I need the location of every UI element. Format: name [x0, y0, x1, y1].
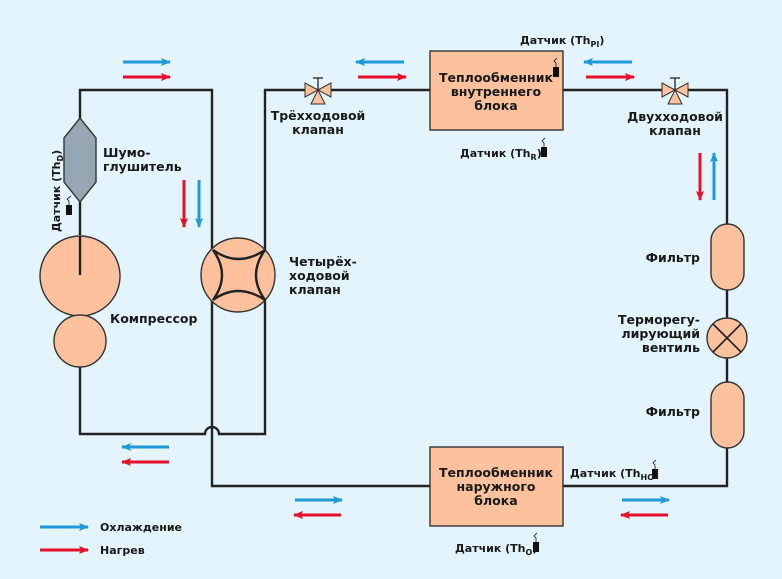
sensor-thd-icon — [66, 205, 72, 215]
pipe-to-indoor — [263, 88, 430, 250]
four-way-valve-label-3: клапан — [289, 282, 341, 297]
filter-1-icon — [710, 223, 745, 291]
expansion-valve-icon — [706, 317, 748, 359]
svg-text:Датчик (ThO): Датчик (ThO) — [455, 542, 537, 557]
compressor-lower-icon — [53, 314, 107, 368]
legend: Охлаждение Нагрев — [40, 521, 182, 557]
two-way-valve-label-2: клапан — [649, 123, 701, 138]
sensor-thpi-label: Датчик (Th — [520, 34, 591, 47]
outdoor-hx-label-2: наружного — [457, 479, 536, 494]
outdoor-heat-exchanger — [429, 446, 564, 527]
svg-text:Датчик (ThR): Датчик (ThR) — [460, 147, 542, 162]
silencer-icon — [63, 116, 97, 204]
svg-text:Датчик (ThD): Датчик (ThD) — [50, 150, 65, 232]
sensor-thpi: Датчик (ThPI) — [520, 34, 604, 77]
sensor-thd: Датчик (ThD) — [50, 150, 72, 232]
legend-heating-label: Нагрев — [100, 544, 145, 557]
sensor-thd-sub: D — [56, 154, 65, 161]
silencer-label-1: Шумо- — [103, 145, 151, 160]
four-way-valve-label-1: Четырёх- — [289, 254, 357, 269]
svg-text:Датчик (ThPI): Датчик (ThPI) — [520, 34, 604, 49]
indoor-hx-label-1: Теплообменник — [439, 70, 553, 85]
compressor-label: Компрессор — [110, 311, 197, 326]
expansion-valve-label-1: Терморегу- — [618, 312, 700, 327]
sensor-tho: Датчик (ThO) — [455, 532, 539, 557]
sensor-thr-icon — [541, 147, 547, 157]
expansion-valve-label-3: вентиль — [642, 340, 700, 355]
sensor-thho-icon — [652, 469, 658, 479]
svg-text:Датчик (ThHO): Датчик (ThHO) — [570, 467, 659, 482]
indoor-heat-exchanger — [429, 50, 564, 131]
two-way-valve-icon — [661, 77, 689, 105]
sensor-thpi-icon — [553, 67, 559, 77]
three-way-valve-icon — [304, 77, 332, 105]
three-way-valve-label-1: Трёхходовой — [271, 108, 366, 123]
sensor-tho-icon — [533, 542, 539, 552]
sensor-thho: Датчик (ThHO) — [570, 459, 659, 482]
legend-cooling-label: Охлаждение — [100, 521, 182, 534]
pipe-indoor-out — [563, 88, 729, 226]
flow-arrows — [121, 58, 718, 519]
expansion-valve-label-2: лирующий — [622, 326, 701, 341]
outdoor-hx-label-3: блока — [474, 493, 517, 508]
sensor-thd-label: Датчик (Th — [50, 161, 63, 232]
two-way-valve-label-1: Двухходовой — [627, 109, 723, 124]
three-way-valve-label-2: клапан — [292, 122, 344, 137]
outdoor-hx-label-1: Теплообменник — [439, 465, 553, 480]
sensor-thho-label: Датчик (Th — [570, 467, 641, 480]
sensor-thr: Датчик (ThR) — [460, 137, 547, 162]
silencer-label-2: глушитель — [103, 159, 182, 174]
filter-2-icon — [710, 381, 745, 449]
sensor-tho-label: Датчик (Th — [455, 542, 526, 555]
filter-1-label: Фильтр — [646, 250, 700, 265]
pipes — [78, 88, 729, 488]
pipe-right-bottom — [563, 448, 729, 488]
pipe-outdoor-return — [210, 300, 430, 488]
four-way-valve-label-2: ходовой — [289, 268, 350, 283]
filter-2-label: Фильтр — [646, 404, 700, 419]
sensor-thr-label: Датчик (Th — [460, 147, 531, 160]
indoor-hx-label-3: блока — [474, 98, 517, 113]
four-way-valve-icon — [200, 237, 276, 313]
indoor-hx-label-2: внутреннего — [451, 84, 542, 99]
